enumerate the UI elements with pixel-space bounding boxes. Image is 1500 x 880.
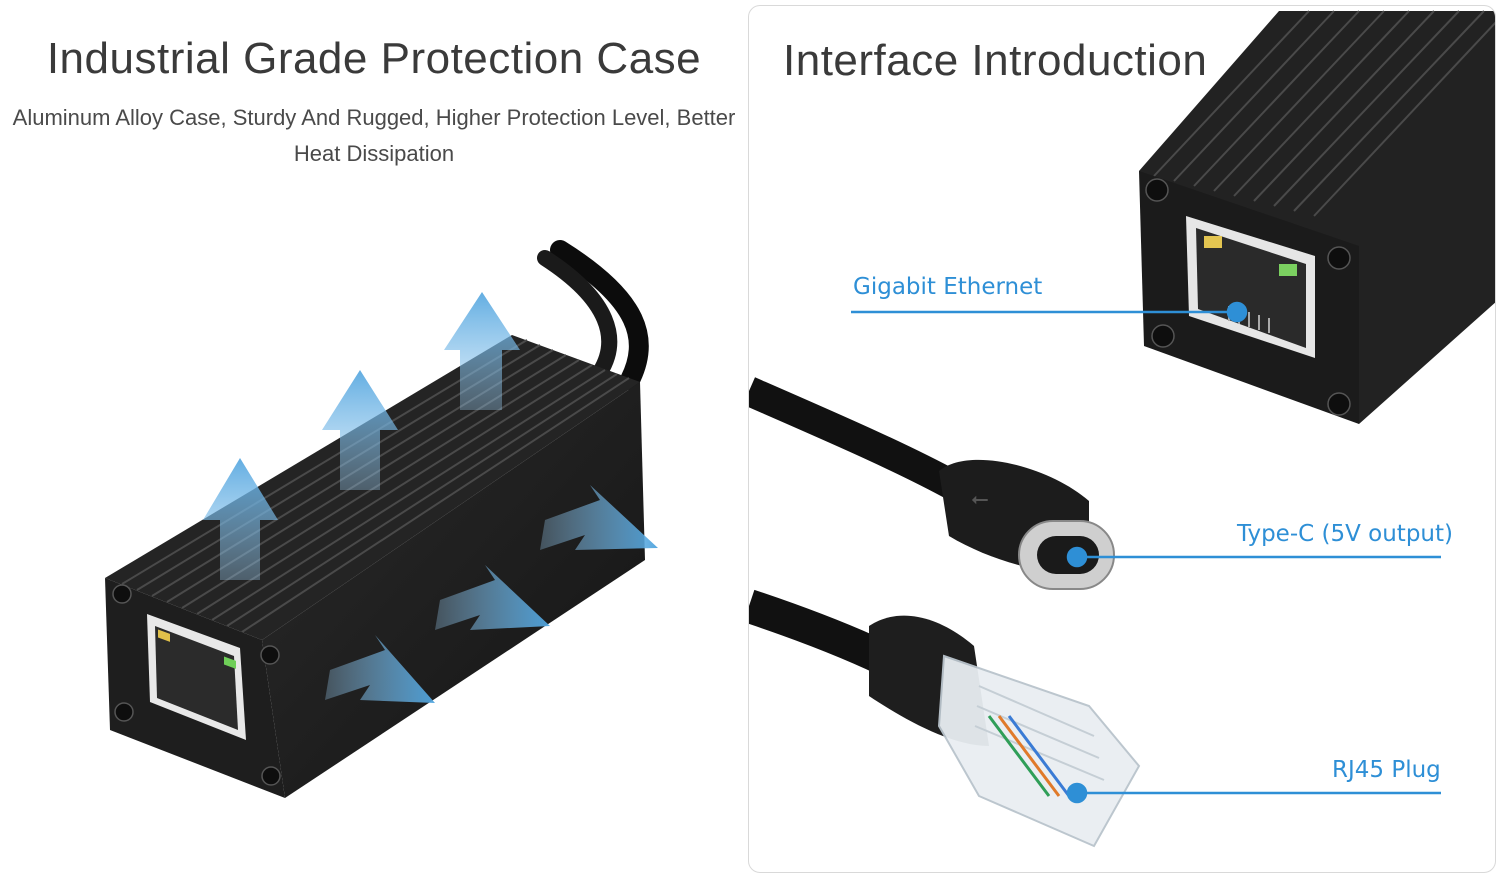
callout-gigabit-ethernet: Gigabit Ethernet bbox=[853, 274, 1043, 300]
case-side-face bbox=[262, 382, 645, 798]
adapter-case-illustration bbox=[105, 240, 658, 798]
ethernet-port bbox=[147, 614, 246, 740]
callout-rj45-plug: RJ45 Plug bbox=[1332, 757, 1441, 783]
usb-cable bbox=[537, 240, 649, 390]
usb-symbol-icon: ⭠ bbox=[971, 487, 989, 512]
callout-lines bbox=[851, 301, 1441, 804]
adapter-end-view bbox=[1139, 10, 1495, 424]
description-line-1: Aluminum Alloy Case, Sturdy And Rugged, … bbox=[12, 105, 736, 130]
protection-case-title: Industrial Grade Protection Case bbox=[46, 34, 702, 83]
protection-case-panel: Industrial Grade Protection Case Aluminu… bbox=[0, 0, 748, 880]
case-screws bbox=[112, 584, 281, 786]
airflow-arrows-up bbox=[203, 292, 520, 580]
interface-introduction-title: Interface Introduction bbox=[783, 36, 1208, 85]
interface-introduction-panel: Interface Introduction bbox=[748, 5, 1496, 873]
interface-illustration: ⭠ bbox=[749, 10, 1495, 848]
typec-connector: ⭠ bbox=[939, 459, 1115, 590]
protection-case-description: Aluminum Alloy Case, Sturdy And Rugged, … bbox=[0, 100, 748, 172]
airflow-arrows-side bbox=[325, 485, 658, 703]
callout-typec: Type-C (5V output) bbox=[1237, 521, 1453, 547]
description-line-2: Heat Dissipation bbox=[293, 141, 455, 166]
rj45-plug bbox=[869, 615, 1141, 848]
